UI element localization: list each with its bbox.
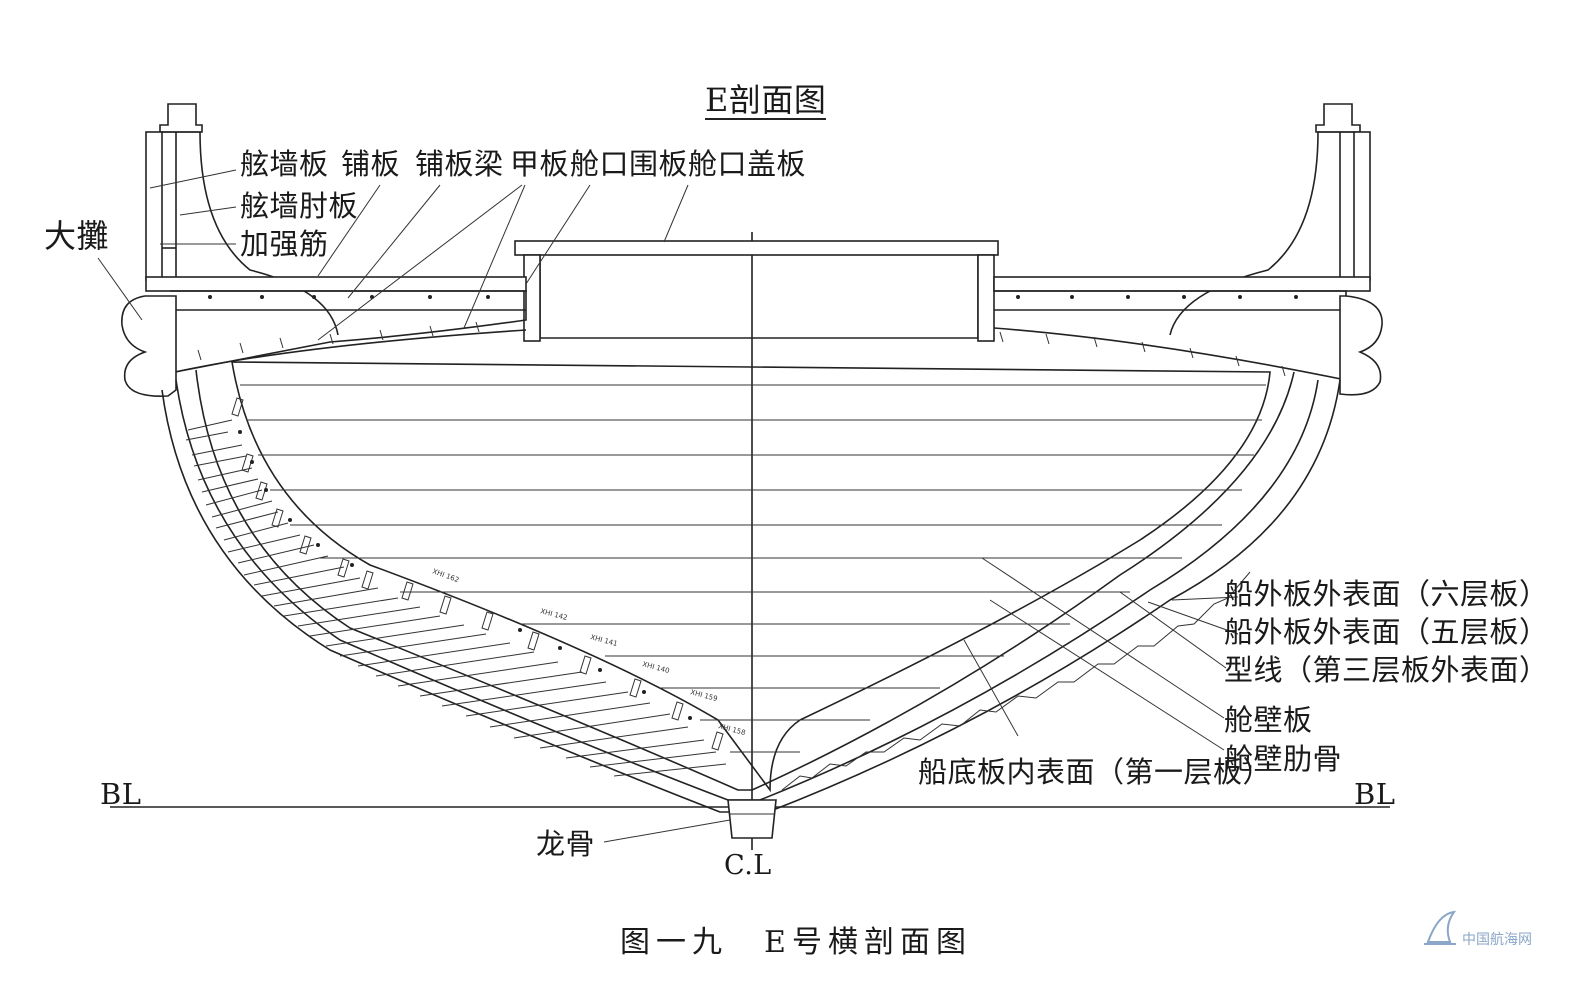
label-bl-right: BL — [1354, 777, 1396, 811]
deck-beam-ticks — [197, 321, 1286, 377]
hull-outer-shell — [161, 379, 1341, 813]
label-cangkouweiban: 舱口围板 — [570, 147, 689, 181]
frame-mark: XHI 162 — [431, 567, 460, 584]
wale-left — [121, 295, 177, 397]
frame-mark: XHI 140 — [641, 660, 670, 675]
label-bulkhead-rib: 舱壁肋骨 — [1224, 742, 1343, 776]
right-planking-steps — [781, 571, 1251, 791]
hull-inner-planking — [195, 369, 1295, 791]
label-moldline: 型线（第三层板外表面） — [1224, 653, 1549, 687]
label-bl-left: BL — [100, 777, 142, 811]
diagram-title: E剖面图 — [705, 81, 827, 120]
label-bottom-inner: 船底板内表面（第一层板） — [918, 755, 1273, 789]
rib-hatching — [185, 419, 727, 777]
watermark: 中国航海网 — [1420, 908, 1570, 968]
left-deck — [145, 276, 527, 373]
wale-right — [1339, 295, 1383, 396]
watermark-text: 中国航海网 — [1462, 932, 1532, 948]
keel — [727, 799, 777, 839]
label-daxie: 大攤 — [44, 217, 110, 255]
label-centerline: C.L — [724, 850, 772, 881]
label-cangkougaiban: 舱口盖板 — [688, 147, 807, 181]
frame-mark: XHI 141 — [589, 633, 618, 648]
bulkhead-planks — [240, 384, 1266, 753]
sail-logo-icon — [1424, 910, 1457, 945]
frame-mark-labels: XHI 162 XHI 142 XHI 141 XHI 140 XHI 159 … — [431, 567, 746, 737]
right-bulwark — [1169, 103, 1371, 336]
bulkhead-outline — [231, 361, 1271, 793]
label-jiaban: 甲板 — [510, 147, 570, 181]
label-puban: 铺板 — [341, 147, 401, 181]
frame-mark: XHI 158 — [717, 722, 746, 737]
hatch-cover — [514, 240, 999, 342]
left-bulwark — [145, 103, 339, 336]
frame-mark: XHI 159 — [689, 688, 718, 703]
label-keel: 龙骨 — [536, 827, 596, 861]
label-jiaqiangjin: 加强筋 — [240, 227, 329, 261]
hull-mold-line — [175, 379, 1319, 801]
label-xianqiangban: 舷墙板 — [240, 147, 329, 181]
label-xianqiangzhouban: 舷墙肘板 — [240, 189, 359, 223]
label-pubanliang: 铺板梁 — [415, 147, 504, 181]
leader-lines — [97, 169, 1239, 843]
rib-brackets — [231, 397, 724, 751]
figure-caption: 图一九 E号横剖面图 — [620, 925, 972, 960]
label-outer6: 船外板外表面（六层板） — [1224, 577, 1549, 611]
right-deck — [993, 276, 1371, 381]
label-outer5: 船外板外表面（五层板） — [1224, 615, 1549, 649]
label-bulkhead: 舱壁板 — [1224, 703, 1313, 737]
frame-mark: XHI 142 — [539, 607, 568, 622]
